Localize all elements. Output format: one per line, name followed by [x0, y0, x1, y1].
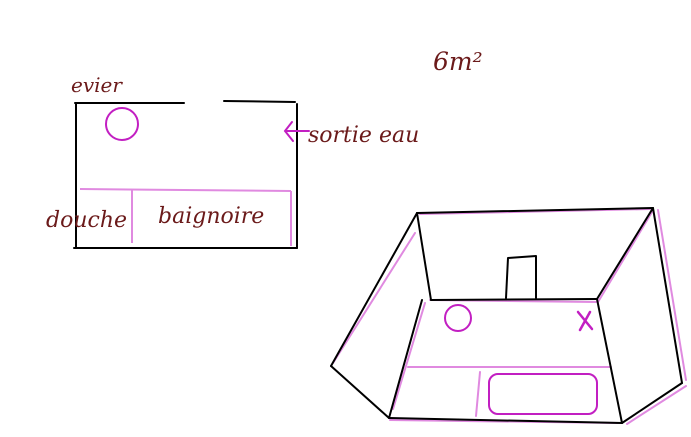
sink-label: evier	[71, 73, 123, 97]
x-mark-icon	[576, 310, 594, 332]
arrow-left-icon	[283, 121, 310, 142]
floor-plan-walls	[73, 100, 298, 249]
water-outlet-label: sortie eau	[308, 123, 419, 148]
shower-label: douche	[46, 208, 127, 233]
bathtub-shape	[488, 373, 598, 415]
bathtub-label: baignoire	[158, 204, 264, 229]
perspective-sketch	[330, 207, 687, 425]
floor-plan-partitions	[79, 188, 292, 246]
sink-circle-perspective	[444, 304, 472, 332]
floor-plan: evier sortie eau douche baignoire	[46, 73, 419, 249]
perspective-outline	[330, 207, 683, 424]
area-label: 6m²	[433, 47, 483, 76]
sink-circle	[105, 107, 139, 141]
perspective-pink-guides	[332, 208, 687, 425]
